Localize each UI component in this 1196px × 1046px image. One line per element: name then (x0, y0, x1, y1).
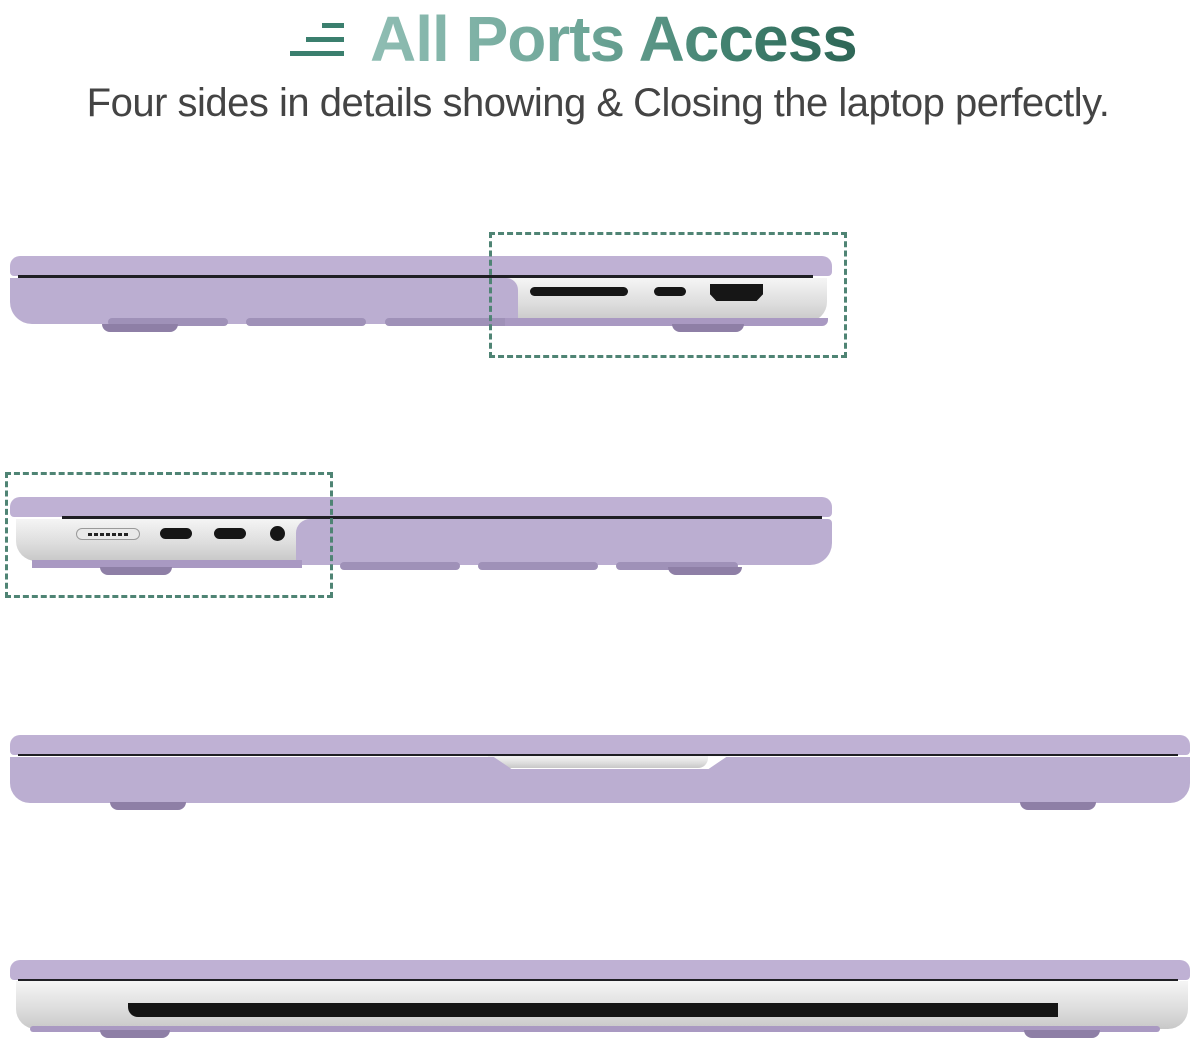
lid-seam (18, 754, 1178, 756)
rubber-foot (100, 1030, 170, 1038)
title-row: All Ports Access (288, 3, 858, 75)
page-title: All Ports Access (370, 3, 858, 75)
rubber-foot (1020, 802, 1096, 810)
headphone-jack (270, 526, 285, 541)
rubber-foot (668, 567, 742, 575)
aluminum-body (505, 278, 827, 322)
case-rib (246, 318, 366, 326)
rubber-foot (100, 567, 172, 575)
rubber-foot (1024, 1030, 1100, 1038)
page-subtitle: Four sides in details showing & Closing … (86, 81, 1110, 125)
usb-c-port (160, 528, 192, 539)
aluminum-body (16, 519, 320, 561)
case-rib (340, 562, 460, 570)
hdmi-port (710, 284, 763, 301)
lid-seam (18, 275, 813, 278)
case-bottom-lip (32, 560, 302, 568)
laptop-lid (10, 735, 1190, 755)
usb-c-port (654, 287, 686, 296)
rubber-foot (672, 324, 744, 332)
laptop-lid (10, 497, 832, 517)
laptop-lid (10, 256, 832, 276)
case-bottom-lip (505, 318, 828, 326)
list-lines-icon (288, 19, 344, 59)
lid-seam (62, 516, 822, 519)
front-view (0, 730, 1196, 820)
port-highlight-box (5, 472, 333, 598)
laptop-lid (10, 960, 1190, 980)
hinge-vent (128, 1003, 1058, 1017)
usb-c-port (214, 528, 246, 539)
lid-seam (18, 979, 1178, 981)
rear-view (0, 958, 1196, 1046)
sd-card-slot (530, 287, 628, 296)
header: All Ports Access Four sides in details s… (0, 0, 1196, 140)
case-rib (108, 318, 228, 326)
case-bottom-shell (10, 278, 518, 324)
left-side-view (0, 460, 860, 610)
port-highlight-box (489, 232, 847, 358)
aluminum-notch (488, 756, 708, 768)
right-side-view (0, 220, 860, 370)
case-bottom-lip (30, 1026, 1160, 1032)
case-rib (385, 318, 510, 326)
case-rib (616, 562, 738, 570)
rubber-foot (102, 324, 178, 332)
rubber-foot (110, 802, 186, 810)
magsafe-pins (88, 533, 128, 536)
case-rib (478, 562, 598, 570)
case-bottom-shell (296, 519, 832, 565)
